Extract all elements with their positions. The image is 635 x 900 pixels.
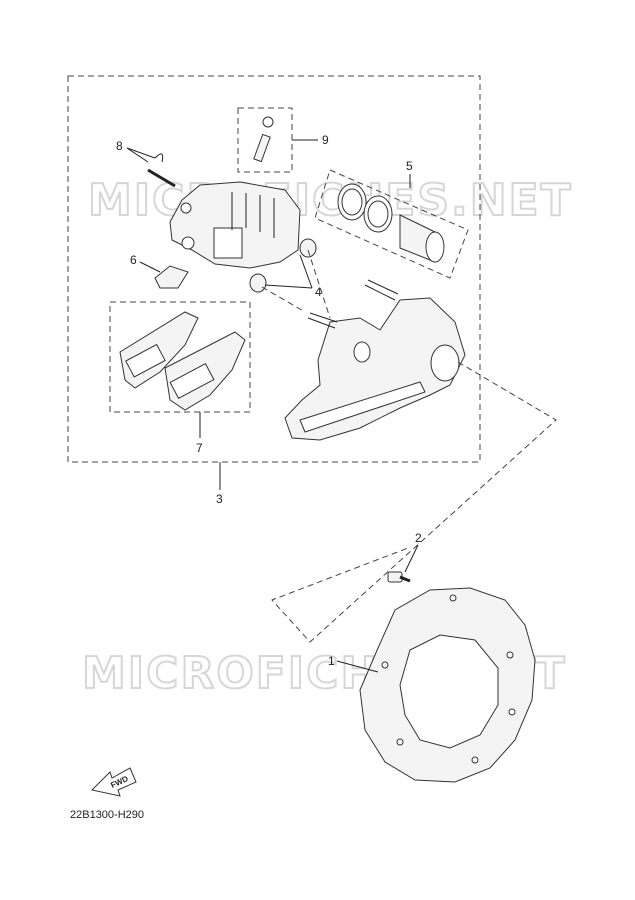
caliper-bracket — [284, 279, 466, 441]
caliper-assembly-box — [67, 75, 481, 463]
pad-set-box — [109, 301, 251, 413]
callout-8: 8 — [116, 139, 123, 153]
alignment-line-bushing-b — [261, 286, 306, 313]
alignment-line-bushing-a — [307, 249, 331, 319]
leader-1 — [336, 660, 379, 673]
fwd-arrow-icon: FWD — [90, 767, 137, 797]
callout-1: 1 — [328, 654, 335, 668]
disc-bolt — [387, 571, 411, 583]
brake-pads — [119, 311, 246, 411]
pad-spring — [154, 265, 189, 289]
callout-2: 2 — [415, 531, 422, 545]
callout-3: 3 — [216, 492, 223, 506]
callout-9: 9 — [322, 133, 329, 147]
callout-5: 5 — [406, 159, 413, 173]
leader-4b — [264, 284, 313, 289]
callout-7: 7 — [196, 441, 203, 455]
piston-seals — [337, 183, 445, 263]
brake-disc — [359, 587, 536, 783]
leader-6 — [139, 261, 161, 273]
bleed-screw — [253, 116, 274, 163]
leader-8 — [126, 147, 156, 163]
callout-6: 6 — [130, 253, 137, 267]
alignment-line-disc — [271, 361, 557, 643]
diagram-code: 22B1300-H290 — [70, 809, 144, 821]
caliper-body — [169, 181, 301, 269]
watermark-top: MICROFICHES.NET — [88, 175, 573, 226]
leader-4a — [299, 254, 313, 289]
seal-kit-box — [314, 169, 469, 279]
bushings — [249, 238, 317, 293]
pad-pin — [147, 153, 176, 188]
callout-4: 4 — [315, 285, 322, 299]
leader-2 — [404, 544, 419, 573]
